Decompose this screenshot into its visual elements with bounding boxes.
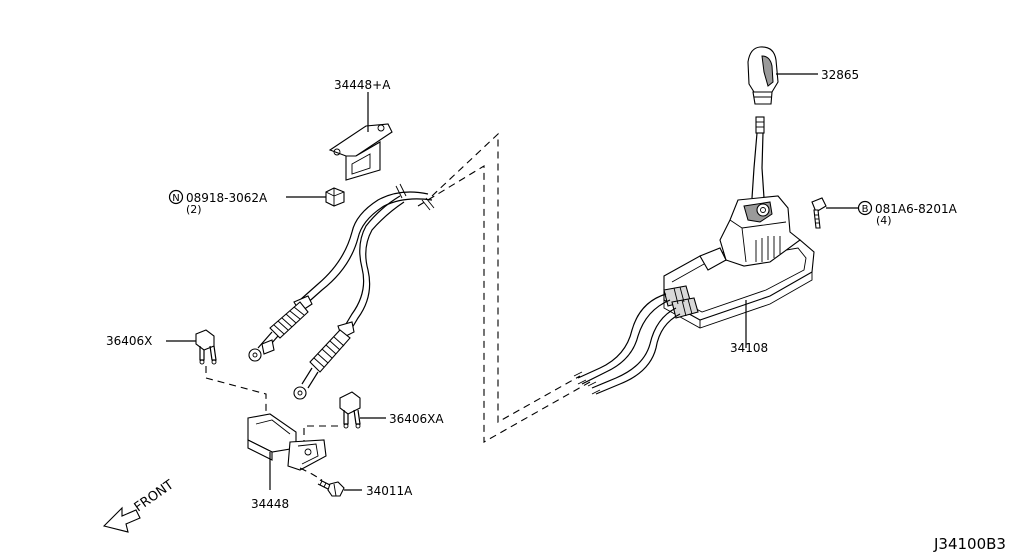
label-upper-bracket: 34448+A: [334, 78, 391, 92]
label-upper-bolt: 081A6-8201A: [875, 202, 958, 216]
label-clip-right: 36406XA: [389, 412, 444, 426]
label-clip-left: 36406X: [106, 334, 152, 348]
bolt-prefix-letter: B: [862, 204, 869, 215]
cable-routing-outline: [417, 132, 591, 443]
shift-lever-rod: [751, 116, 765, 199]
control-device-assembly[interactable]: [663, 195, 815, 329]
label-nut: 08918-3062A: [186, 191, 268, 205]
lower-bolt-install-path: [299, 467, 323, 481]
label-lower-bracket: 34448: [251, 497, 289, 511]
shift-cables-front: [299, 183, 435, 329]
nut-prefix-letter: N: [172, 193, 179, 204]
label-control-device: 34108: [730, 341, 768, 355]
upper-bolt[interactable]: [811, 197, 827, 229]
clip-left[interactable]: [195, 329, 217, 365]
cable-end-a: [248, 295, 313, 362]
clip-right[interactable]: [339, 391, 361, 429]
shift-knob[interactable]: [747, 46, 779, 105]
front-arrow-icon: [102, 506, 141, 533]
label-nut-qty: (2): [186, 203, 202, 216]
label-knob: 32865: [821, 68, 859, 82]
front-label: FRONT: [132, 477, 177, 515]
nut-prefix-symbol: N: [168, 189, 184, 205]
lower-bracket[interactable]: [247, 413, 327, 471]
label-upper-bolt-qty: (4): [876, 214, 892, 227]
label-lower-bolt: 34011A: [366, 484, 413, 498]
cable-end-b: [293, 321, 355, 400]
upper-bracket[interactable]: [328, 123, 393, 181]
lower-bolt[interactable]: [317, 479, 345, 497]
nut[interactable]: [325, 187, 345, 207]
bolt-prefix-symbol: B: [857, 200, 873, 216]
shift-cables-rear: [573, 293, 681, 395]
diagram-code: J34100B3: [933, 535, 1006, 553]
clip-left-install-path: [205, 366, 267, 418]
